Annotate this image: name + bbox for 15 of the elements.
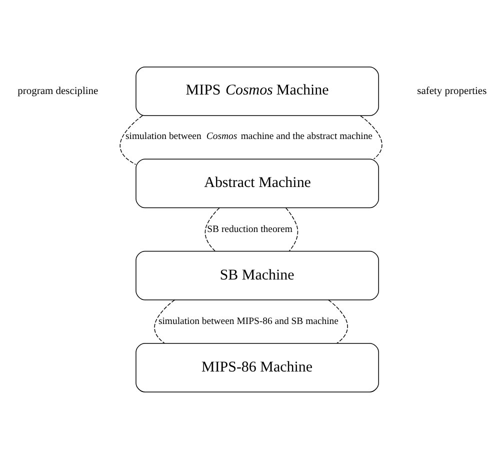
connector	[120, 114, 143, 164]
edge-label: simulation between MIPS-86 and SB machine	[158, 316, 338, 327]
connector	[204, 206, 220, 251]
edge-label: SB reduction theorem	[207, 224, 292, 235]
connector	[360, 114, 382, 159]
connector	[154, 299, 176, 344]
node-box: Abstract Machine	[136, 158, 379, 208]
connector	[328, 299, 348, 344]
node-box: MIPS Cosmos Machine	[136, 66, 379, 116]
node-box: MIPS-86 Machine	[136, 342, 379, 392]
edge-label: simulation between Cosmos machine and the abstract machine	[126, 130, 373, 142]
label: program descipline	[18, 86, 98, 97]
connector	[285, 206, 298, 251]
label: safety properties	[417, 86, 487, 97]
node-box: SB Machine	[136, 250, 379, 300]
